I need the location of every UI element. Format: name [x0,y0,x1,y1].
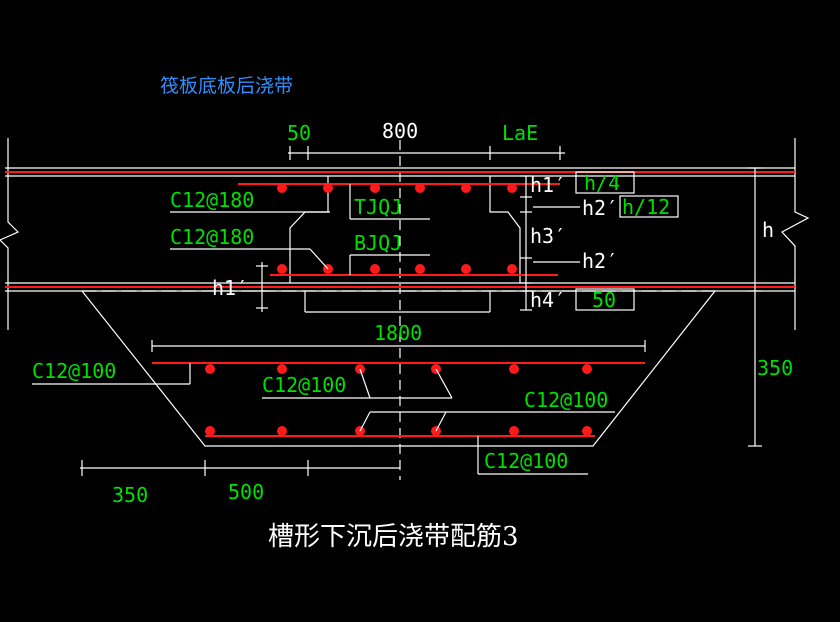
rebar-dot [415,183,425,193]
rebar-dot [582,364,592,374]
box-h4 [575,171,635,194]
rebar-dot [323,183,333,193]
rebar-dot [277,183,287,193]
bar-name-tjqj: TJQJ [354,195,402,219]
rebar-dot [509,364,519,374]
rebar-dot [277,364,287,374]
rebar-label-bottom: C12@100 [484,449,568,473]
rebar-dot [277,426,287,436]
slab-bottom-rebar-layer [270,264,558,276]
rebar-label-right: C12@100 [524,388,608,412]
rebar-dot [507,264,517,274]
label-h1-left: h1′ [212,276,248,300]
top-dimension: 50 800 LaE [287,119,565,160]
drawing-caption: 槽形下沉后浇带配筋3 [268,522,519,552]
dim-1800: 1800 [374,321,422,345]
label-h1-top: h1′ [530,173,566,197]
rebar-dot [461,264,471,274]
trough-bottom-rebar-layer [205,426,595,437]
rebar-dot [205,426,215,436]
boxed-h4: h/4 [584,171,620,195]
bar-name-bjqj: BJQJ [354,231,402,255]
right-h-dimension: h 350 [748,167,793,447]
rebar-dot [370,183,380,193]
rebar-dot [507,183,517,193]
bottom-dimensions: 350 500 [80,460,400,507]
box-h12 [619,195,679,218]
rebar-dot [582,426,592,436]
label-h2-mid: h2′ [582,249,618,273]
trough-top-rebar-layer [152,362,645,374]
dim-50: 50 [287,121,311,145]
slab-face-lines [5,171,795,288]
dim-500: 500 [228,480,264,504]
rebar-dot [370,264,380,274]
rebar-dot [509,426,519,436]
dim-800: 800 [382,119,418,143]
dim-350-right: 350 [757,356,793,380]
label-h2-top: h2′ [582,196,618,220]
rebar-label-center: C12@100 [262,373,346,397]
boxed-h12: h/12 [622,195,670,219]
rebar-label-left: C12@100 [32,359,116,383]
boxed-50: 50 [592,288,616,312]
height-annotations: h1′ h2′ h3′ h2′ h4′ h/4 h/12 50 [520,171,679,312]
rebar-dot [205,364,215,374]
rebar-dot [415,264,425,274]
label-h3: h3′ [530,224,566,248]
label-h4: h4′ [530,288,566,312]
dim-lae: LaE [502,121,538,145]
dim-1800-group: 1800 [151,321,646,352]
box-50 [575,288,635,311]
rebar-label-top2: C12@180 [170,225,254,249]
top-rebar-layer [238,183,560,193]
dim-350-bottom: 350 [112,483,148,507]
dim-h: h [762,218,774,242]
trough-outline [81,290,716,447]
left-h1-annotation: h1′ [212,262,268,312]
rebar-label-top1: C12@180 [170,188,254,212]
rebar-dot [461,183,471,193]
trough-rebar-labels: C12@100 C12@100 C12@100 C12@100 [32,359,615,475]
top-rebar-labels: C12@180 C12@180 TJQJ BJQJ [170,184,430,275]
slab-outline [0,138,810,330]
drawing-title: 筏板底板后浇带 [160,75,293,97]
rebar-dot [277,264,287,274]
